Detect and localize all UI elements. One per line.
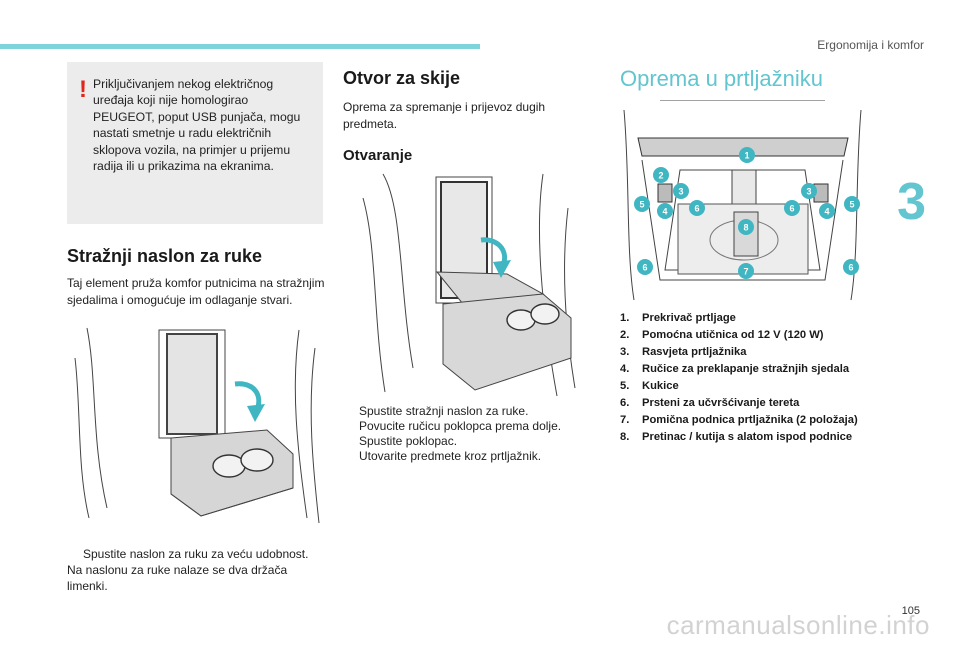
callout-4-right-label: 4 [824, 207, 829, 217]
callout-6-b [784, 200, 800, 216]
pointing-finger-icon [343, 434, 359, 449]
callout-8 [738, 219, 754, 235]
callout-2-label: 2 [658, 171, 663, 181]
callout-8-label: 8 [743, 223, 748, 233]
callout-5-right-label: 5 [849, 200, 854, 210]
armrest-note: Na naslonu za ruke nalaze se dva držača … [67, 563, 288, 593]
list-item: 6.Prsteni za učvršćivanje tereta [620, 397, 800, 409]
callout-5-right [844, 196, 860, 212]
ski-title: Otvor za skije [343, 68, 461, 88]
pointing-finger-icon [67, 546, 83, 563]
exclamation-icon: ! [79, 76, 87, 103]
warning-text: Priključivanjem nekog električnog uređaj… [93, 77, 301, 174]
callout-6-c [637, 259, 653, 275]
list-item: Utovarite predmete kroz prtljažnik. [343, 449, 583, 464]
opening-subtitle: Otvaranje [343, 147, 413, 164]
list-item: 7.Pomična podnica prtljažnika (2 položaj… [620, 414, 858, 426]
list-item: 5.Kukice [620, 380, 679, 392]
armrest-step-text: Spustite naslon za ruku za veću udobnost… [83, 547, 309, 561]
armrest-description: Taj element pruža komfor putnicima na st… [67, 276, 325, 307]
callout-7-label: 7 [743, 267, 748, 277]
callout-5-left [634, 196, 650, 212]
pointing-finger-icon [343, 404, 359, 419]
trunk-illustration: 1 2 3 3 4 4 5 5 6 6 6 6 7 8 [623, 100, 862, 301]
armrest-step: Spustite naslon za ruku za veću udobnost… [67, 546, 329, 563]
ski-description: Oprema za spremanje i prijevoz dugih pre… [343, 100, 546, 131]
list-item: 3.Rasvjeta prtljažnika [620, 346, 747, 358]
callout-6-a [689, 200, 705, 216]
callout-4-left-label: 4 [662, 207, 667, 217]
ski-steps-list: Spustite stražnji naslon za ruke. Povuci… [343, 404, 583, 464]
pointing-finger-icon [343, 419, 359, 434]
callout-3-left-label: 3 [678, 187, 683, 197]
list-item: Spustite stražnji naslon za ruke. [343, 404, 583, 419]
callout-6-a-label: 6 [694, 204, 699, 214]
callout-4-left [657, 203, 673, 219]
callout-6-d-label: 6 [848, 263, 853, 273]
list-item: 8.Pretinac / kutija s alatom ispod podni… [620, 431, 853, 443]
callout-1 [739, 147, 755, 163]
top-accent-bar [0, 44, 480, 49]
armrest-illustration [74, 327, 320, 524]
callout-3-right-label: 3 [806, 187, 811, 197]
list-item: Povucite ručicu poklopca prema dolje. [343, 419, 583, 434]
page-number: 105 [901, 605, 920, 617]
callout-1-label: 1 [744, 151, 749, 161]
trunk-legend-list: 1.Prekrivač prtljage 2.Pomoćna utičnica … [620, 311, 870, 447]
callout-4-right [819, 203, 835, 219]
list-item: 2.Pomoćna utičnica od 12 V (120 W) [620, 329, 824, 341]
callout-2 [653, 167, 669, 183]
ski-hatch-illustration [362, 173, 576, 397]
pointing-finger-icon [343, 449, 359, 464]
list-item: 4.Ručice za preklapanje stražnjih sjedal… [620, 363, 850, 375]
armrest-title: Stražnji naslon za ruke [67, 246, 263, 266]
callout-5-left-label: 5 [639, 200, 644, 210]
callout-3-right [801, 183, 817, 199]
list-item: 1.Prekrivač prtljage [620, 312, 736, 324]
callout-6-b-label: 6 [789, 204, 794, 214]
chapter-number: 3 [897, 173, 926, 231]
watermark: carmanualsonline.info [666, 610, 930, 640]
list-item: Spustite poklopac. [343, 434, 583, 449]
callout-6-c-label: 6 [642, 263, 647, 273]
callout-7 [738, 263, 754, 279]
chapter-tab [908, 168, 960, 250]
warning-box: Priključivanjem nekog električnog uređaj… [67, 62, 323, 224]
section-header: Ergonomija i komfor [817, 38, 924, 52]
callout-3-left [673, 183, 689, 199]
callout-6-d [843, 259, 859, 275]
trunk-title: Oprema u prtljažniku [620, 66, 823, 91]
